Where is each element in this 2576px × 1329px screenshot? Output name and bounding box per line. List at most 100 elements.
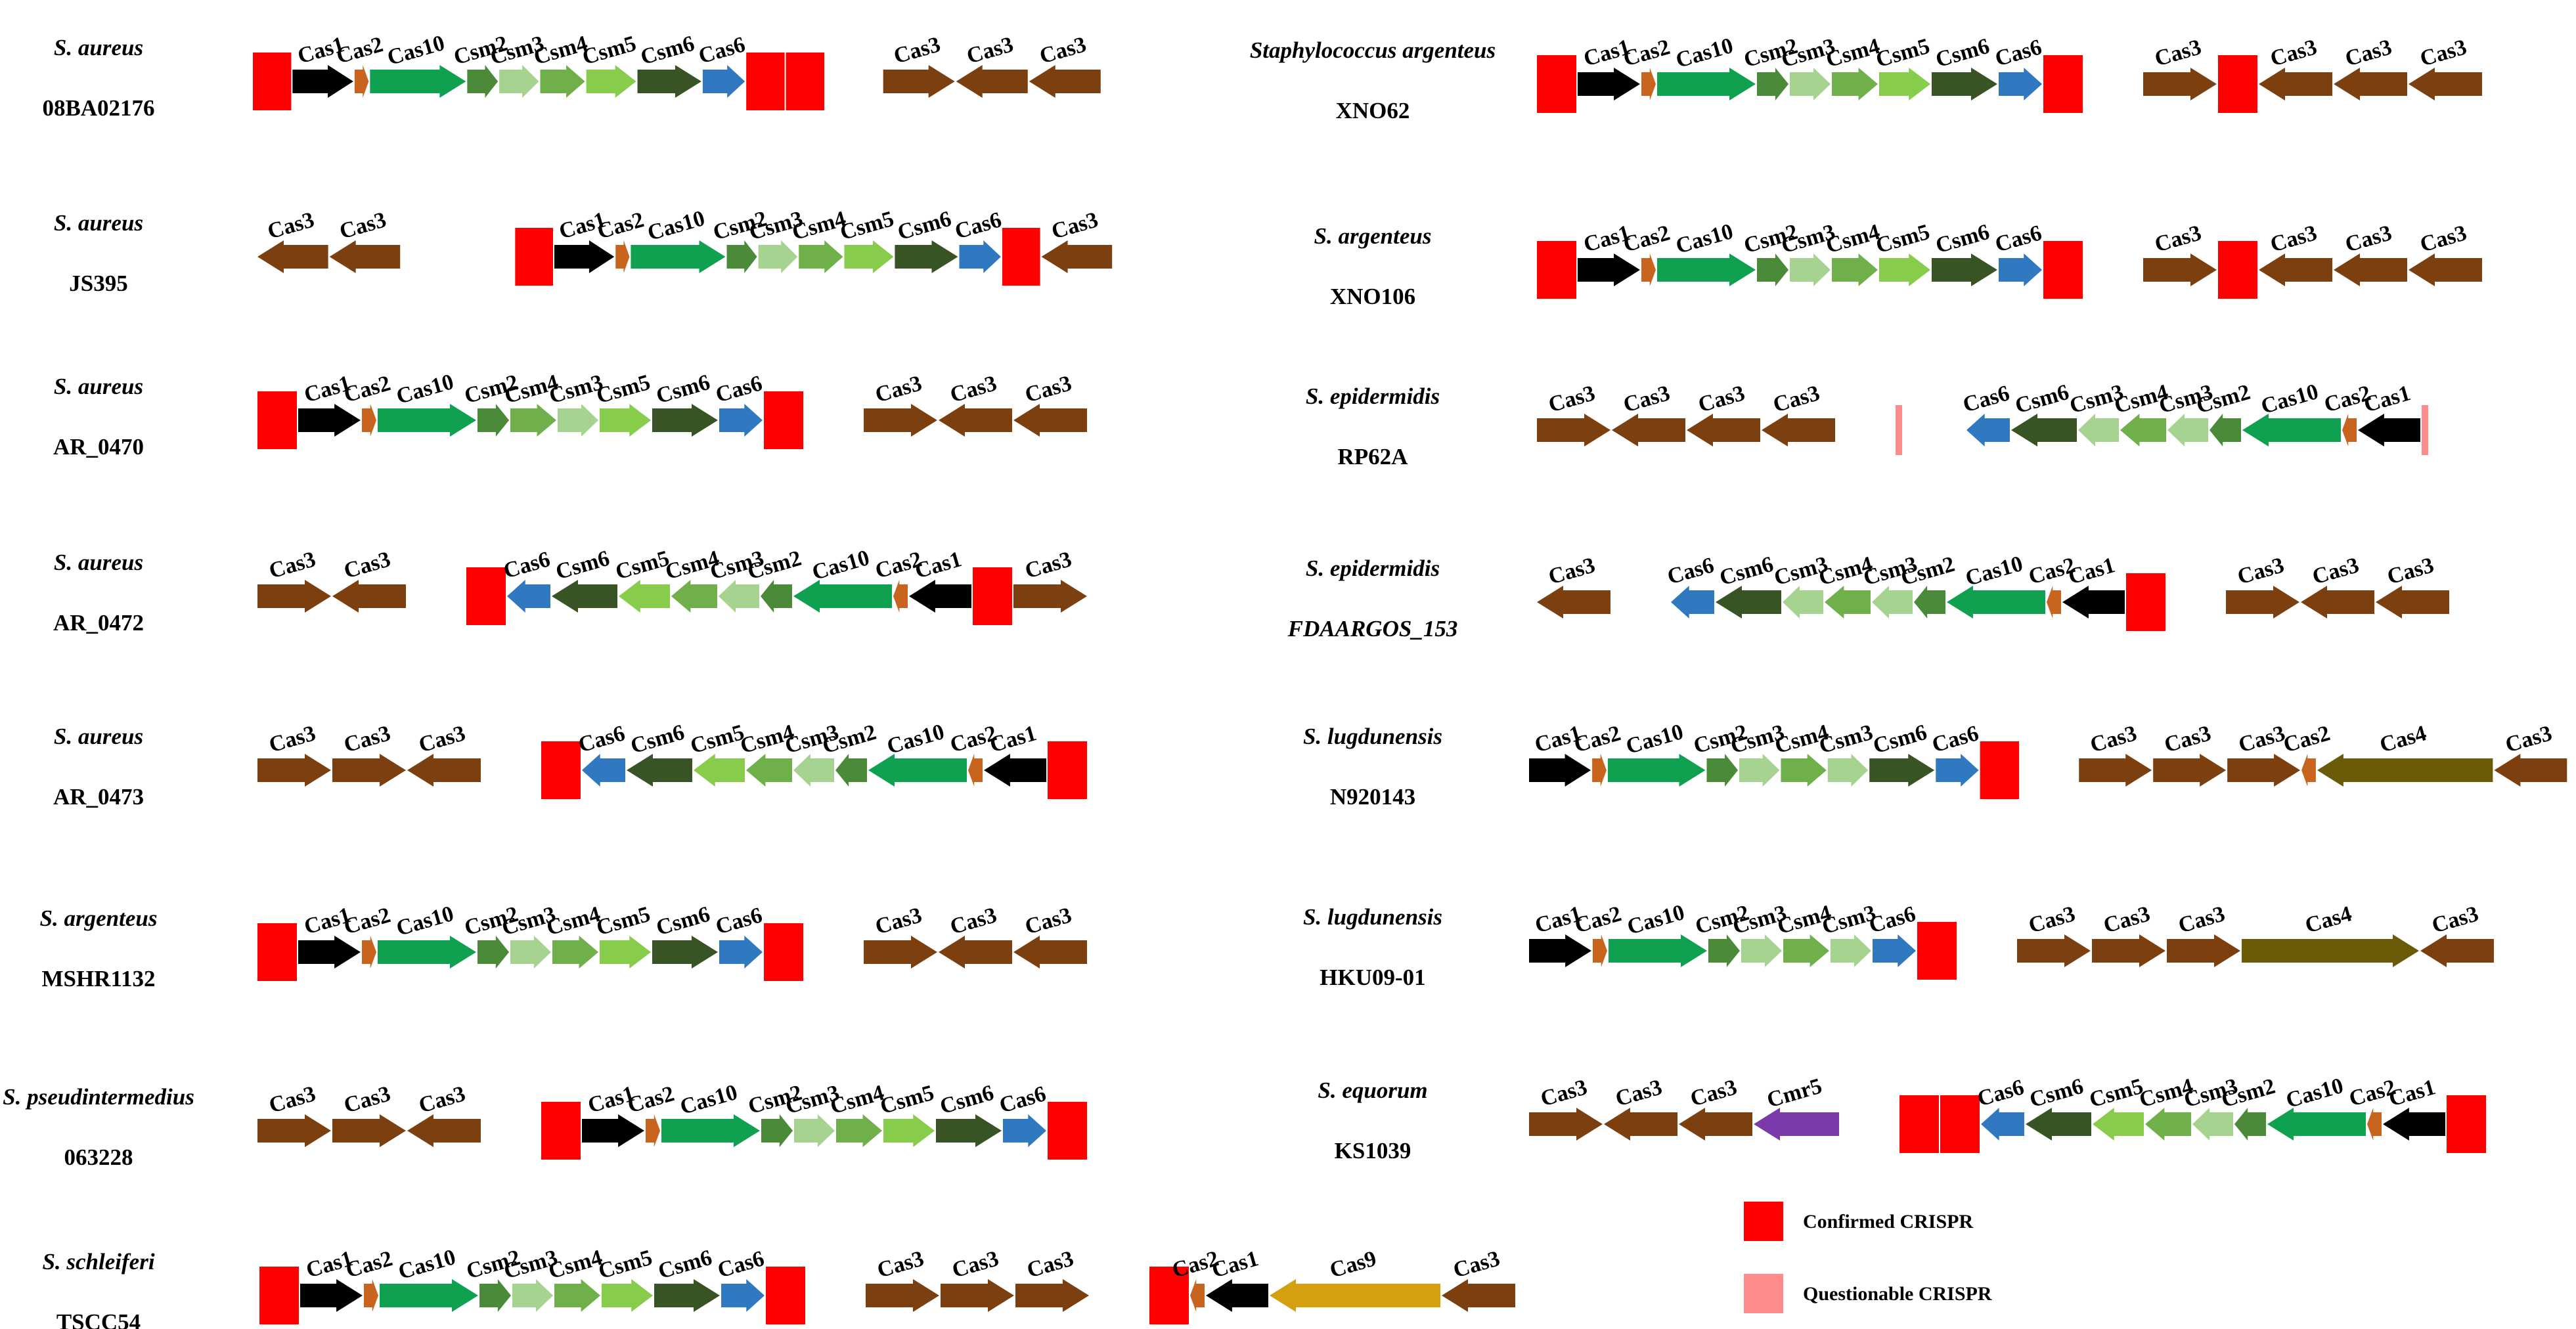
gene-label: Csm6 xyxy=(937,1081,996,1119)
gene-label: Cas3 xyxy=(265,207,317,244)
gene-arrow-cas6 xyxy=(1981,1108,2024,1141)
gene-arrow-csm4 xyxy=(746,754,792,787)
gene-arrow-cas2 xyxy=(1641,253,1656,286)
gene-arrow-cas2 xyxy=(893,580,908,613)
gene-arrow-csm5 xyxy=(586,65,636,98)
gene-label: Cas3 xyxy=(2502,721,2554,757)
gene-label: Cas3 xyxy=(2384,553,2436,589)
gene-arrow-cas3 xyxy=(866,1279,939,1312)
gene-label: Csm6 xyxy=(1933,220,1992,258)
confirmed-crispr-array xyxy=(2043,241,2083,299)
gene-label: Cas2 xyxy=(625,1081,677,1118)
strain-name: HKU09-01 xyxy=(1320,965,1425,990)
gene-arrow-cas3 xyxy=(1612,414,1685,447)
gene-label: Cas3 xyxy=(2417,221,2469,257)
gene-label: Cas10 xyxy=(1673,33,1736,73)
gene-label: Cas3 xyxy=(1022,371,1074,407)
gene-arrow-csm3 xyxy=(512,1279,553,1312)
gene-label: Cas10 xyxy=(1673,219,1736,259)
gene-arrow-cas1 xyxy=(554,240,615,273)
gene-label: Cas3 xyxy=(2175,902,2227,938)
gene-arrow-csm4 xyxy=(552,936,598,969)
gene-arrow-cas1 xyxy=(984,754,1046,787)
gene-arrow-cas3 xyxy=(939,936,1012,969)
gene-label: Cas10 xyxy=(809,546,872,585)
gene-arrow-csm3 xyxy=(758,240,798,273)
gene-label: Cas3 xyxy=(337,207,389,244)
gene-arrow-csm3 xyxy=(2192,1108,2233,1141)
gene-arrow-cas1 xyxy=(1578,68,1640,100)
legend-swatch xyxy=(1744,1202,1783,1241)
gene-arrow-csm3 xyxy=(558,404,598,437)
confirmed-crispr-array xyxy=(1917,922,1957,980)
gene-label: Cas6 xyxy=(1664,553,1716,589)
gene-arrow-csm2 xyxy=(2234,1108,2266,1141)
strain-name: AR_0470 xyxy=(53,434,144,460)
confirmed-crispr-array xyxy=(786,53,824,110)
questionable-crispr-array xyxy=(1896,405,1902,455)
gene-arrow-csm2 xyxy=(726,240,757,273)
gene-arrow-cas3 xyxy=(1442,1279,1515,1312)
gene-label: Csm5 xyxy=(594,370,653,408)
gene-label: Cas1 xyxy=(2066,553,2118,589)
species-name: S. epidermidis xyxy=(1306,556,1440,581)
gene-arrow-csm4 xyxy=(554,1279,600,1312)
gene-label: Cas2 xyxy=(2280,721,2332,757)
confirmed-crispr-array xyxy=(1537,55,1576,113)
gene-arrow-cas1 xyxy=(298,404,361,437)
gene-arrow-cas3 xyxy=(2376,586,2449,619)
gene-arrow-cas3 xyxy=(332,580,406,613)
species-name: S. aureus xyxy=(54,210,143,236)
gene-arrow-cas3 xyxy=(1029,65,1101,98)
gene-label: Cas6 xyxy=(1974,1075,2026,1111)
gene-arrow-csm4 xyxy=(1825,586,1871,619)
confirmed-crispr-array xyxy=(257,923,297,981)
gene-label: Csm5 xyxy=(837,207,897,245)
gene-label: Cas1 xyxy=(2386,1075,2438,1111)
gene-arrow-cas3 xyxy=(329,240,401,273)
gene-arrow-cas3 xyxy=(941,1279,1014,1312)
gene-label: Cas3 xyxy=(1770,381,1822,417)
gene-arrow-cas3 xyxy=(939,404,1012,437)
gene-arrow-csm5 xyxy=(694,754,745,787)
gene-label: Csm5 xyxy=(580,32,639,70)
gene-label: Cas10 xyxy=(2283,1074,2346,1113)
gene-label: Cas3 xyxy=(1022,903,1074,939)
gene-label: Cas3 xyxy=(341,547,393,583)
gene-arrow-cas1 xyxy=(298,936,361,969)
gene-label: Cas3 xyxy=(872,903,924,939)
gene-label: Cas2 xyxy=(343,1246,395,1282)
gene-label: Cas3 xyxy=(2267,221,2319,257)
gene-arrow-csm2 xyxy=(479,1279,511,1312)
gene-arrow-cas6 xyxy=(721,1279,765,1312)
gene-arrow-csm2 xyxy=(477,404,509,437)
gene-arrow-cas3 xyxy=(1762,414,1835,447)
gene-arrow-cas3 xyxy=(2334,68,2407,100)
gene-label: Cas2 xyxy=(341,371,393,407)
gene-arrow-cas3 xyxy=(956,65,1028,98)
gene-label: Cas3 xyxy=(1620,381,1672,417)
gene-label: Cas3 xyxy=(2342,221,2394,257)
gene-label: Csm6 xyxy=(628,720,687,758)
strain-name: XNO106 xyxy=(1330,284,1415,309)
gene-label: Cas3 xyxy=(2152,35,2204,71)
gene-label: Cas10 xyxy=(395,1245,458,1284)
gene-label: Cas3 xyxy=(416,721,468,757)
gene-label: Cas3 xyxy=(949,1246,1001,1282)
gene-arrow-cas3 xyxy=(2153,754,2227,787)
gene-arrow-cas3 xyxy=(864,404,937,437)
strain-name: RP62A xyxy=(1338,444,1409,469)
gene-label: Cas3 xyxy=(947,903,999,939)
gene-arrow-cas6 xyxy=(507,580,550,613)
confirmed-crispr-array xyxy=(2218,241,2257,299)
confirmed-crispr-array xyxy=(515,228,553,286)
legend-swatch xyxy=(1744,1274,1783,1313)
gene-arrow-csm6 xyxy=(1716,586,1781,619)
gene-arrow-csm2 xyxy=(835,754,867,787)
gene-arrow-csm3 xyxy=(2167,414,2208,447)
gene-arrow-cas6 xyxy=(719,404,763,437)
